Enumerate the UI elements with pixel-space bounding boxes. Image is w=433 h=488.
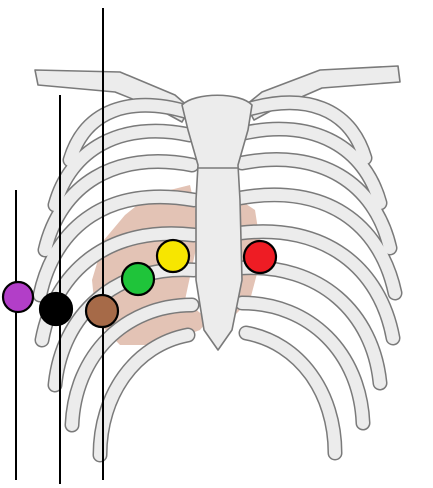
electrode-v4 bbox=[86, 295, 118, 327]
electrode-v1 bbox=[244, 241, 276, 273]
electrode-v3 bbox=[122, 263, 154, 295]
electrode-v5 bbox=[40, 293, 72, 325]
electrode-v6 bbox=[3, 282, 33, 312]
electrode-v2 bbox=[157, 240, 189, 272]
ribs-left bbox=[240, 103, 395, 453]
